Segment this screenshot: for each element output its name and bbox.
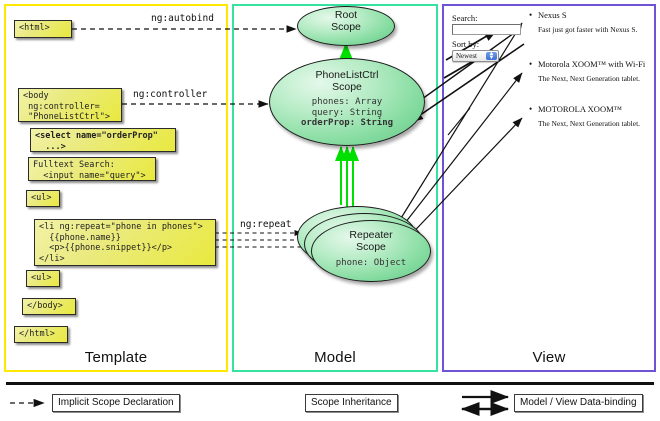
legend: Implicit Scope Declaration Scope Inherit… xyxy=(0,380,660,421)
legend-rule xyxy=(6,382,654,385)
phone-snippet-1: Fast just got faster with Nexus S. xyxy=(538,25,638,34)
chevron-updown-icon[interactable]: ▲▼ xyxy=(486,51,497,61)
phone-list-item-2[interactable]: Motorola XOOM™ with Wi-Fi The Next, Next… xyxy=(538,59,656,84)
scope-repeater-props: phone: Object xyxy=(312,258,430,269)
code-box-select: <select name="orderProp" ...> xyxy=(30,128,176,152)
phone-list-item-1[interactable]: Nexus S Fast just got faster with Nexus … xyxy=(538,10,653,35)
sort-by-select[interactable]: Newest ▲▼ xyxy=(452,50,499,62)
scope-prop-phone: phone: Object xyxy=(335,258,407,268)
scope-phonelistctrl-props: phones: Array query: String orderProp: S… xyxy=(270,97,424,129)
column-label-view: View xyxy=(532,349,566,366)
code-box-body-open: <body ng:controller= "PhoneListCtrl"> xyxy=(18,88,122,122)
phone-name-1: Nexus S xyxy=(538,10,653,21)
phone-name-2: Motorola XOOM™ with Wi-Fi xyxy=(538,59,656,70)
phone-snippet-3: The Next, Next Generation tablet. xyxy=(538,119,641,128)
view-sort-label: Sort by: xyxy=(452,39,480,49)
scope-phonelistctrl-title: PhoneListCtrl Scope xyxy=(315,69,379,93)
column-label-model: Model xyxy=(314,349,356,366)
scope-root: Root Scope xyxy=(297,6,395,46)
code-box-html-close: </html> xyxy=(14,326,68,343)
scope-root-title: Root Scope xyxy=(331,9,361,33)
scope-phonelistctrl: PhoneListCtrl Scope phones: Array query:… xyxy=(269,58,425,146)
search-input[interactable] xyxy=(452,24,521,35)
legend-item-scope-inheritance: Scope Inheritance xyxy=(305,394,398,412)
code-box-body-close: </body> xyxy=(22,298,76,315)
code-box-ul-close: <ul> xyxy=(26,270,60,287)
scope-prop-query: query: String xyxy=(311,107,383,118)
legend-item-implicit-scope-declaration: Implicit Scope Declaration xyxy=(52,394,180,412)
scope-prop-orderprop: orderProp: String xyxy=(300,118,394,128)
edge-label-ng-repeat: ng:repeat xyxy=(238,219,294,230)
edge-label-ng-autobind: ng:autobind xyxy=(149,13,216,24)
code-box-li-repeat: <li ng:repeat="phone in phones"> {{phone… xyxy=(34,219,216,266)
column-label-template: Template xyxy=(84,349,148,366)
scope-repeater-title: Repeater Scope xyxy=(349,229,393,253)
edge-label-ng-controller: ng:controller xyxy=(131,89,210,100)
code-box-html-open: <html> xyxy=(14,20,72,38)
phone-snippet-2: The Next, Next Generation tablet. xyxy=(538,74,641,83)
view-search-label: Search: xyxy=(452,13,478,23)
phone-name-3: MOTOROLA XOOM™ xyxy=(538,104,656,115)
column-template: Template xyxy=(4,4,228,372)
phone-list-item-3[interactable]: MOTOROLA XOOM™ The Next, Next Generation… xyxy=(538,104,656,129)
sort-by-selected-value: Newest xyxy=(456,52,477,60)
code-box-ul-open: <ul> xyxy=(26,190,60,207)
legend-item-model-view-data-binding: Model / View Data-binding xyxy=(514,394,643,412)
code-box-fulltext-search: Fulltext Search: <input name="query"> xyxy=(28,157,156,181)
scope-prop-phones: phones: Array xyxy=(311,97,383,107)
scope-repeater: Repeater Scope phone: Object xyxy=(311,220,431,282)
